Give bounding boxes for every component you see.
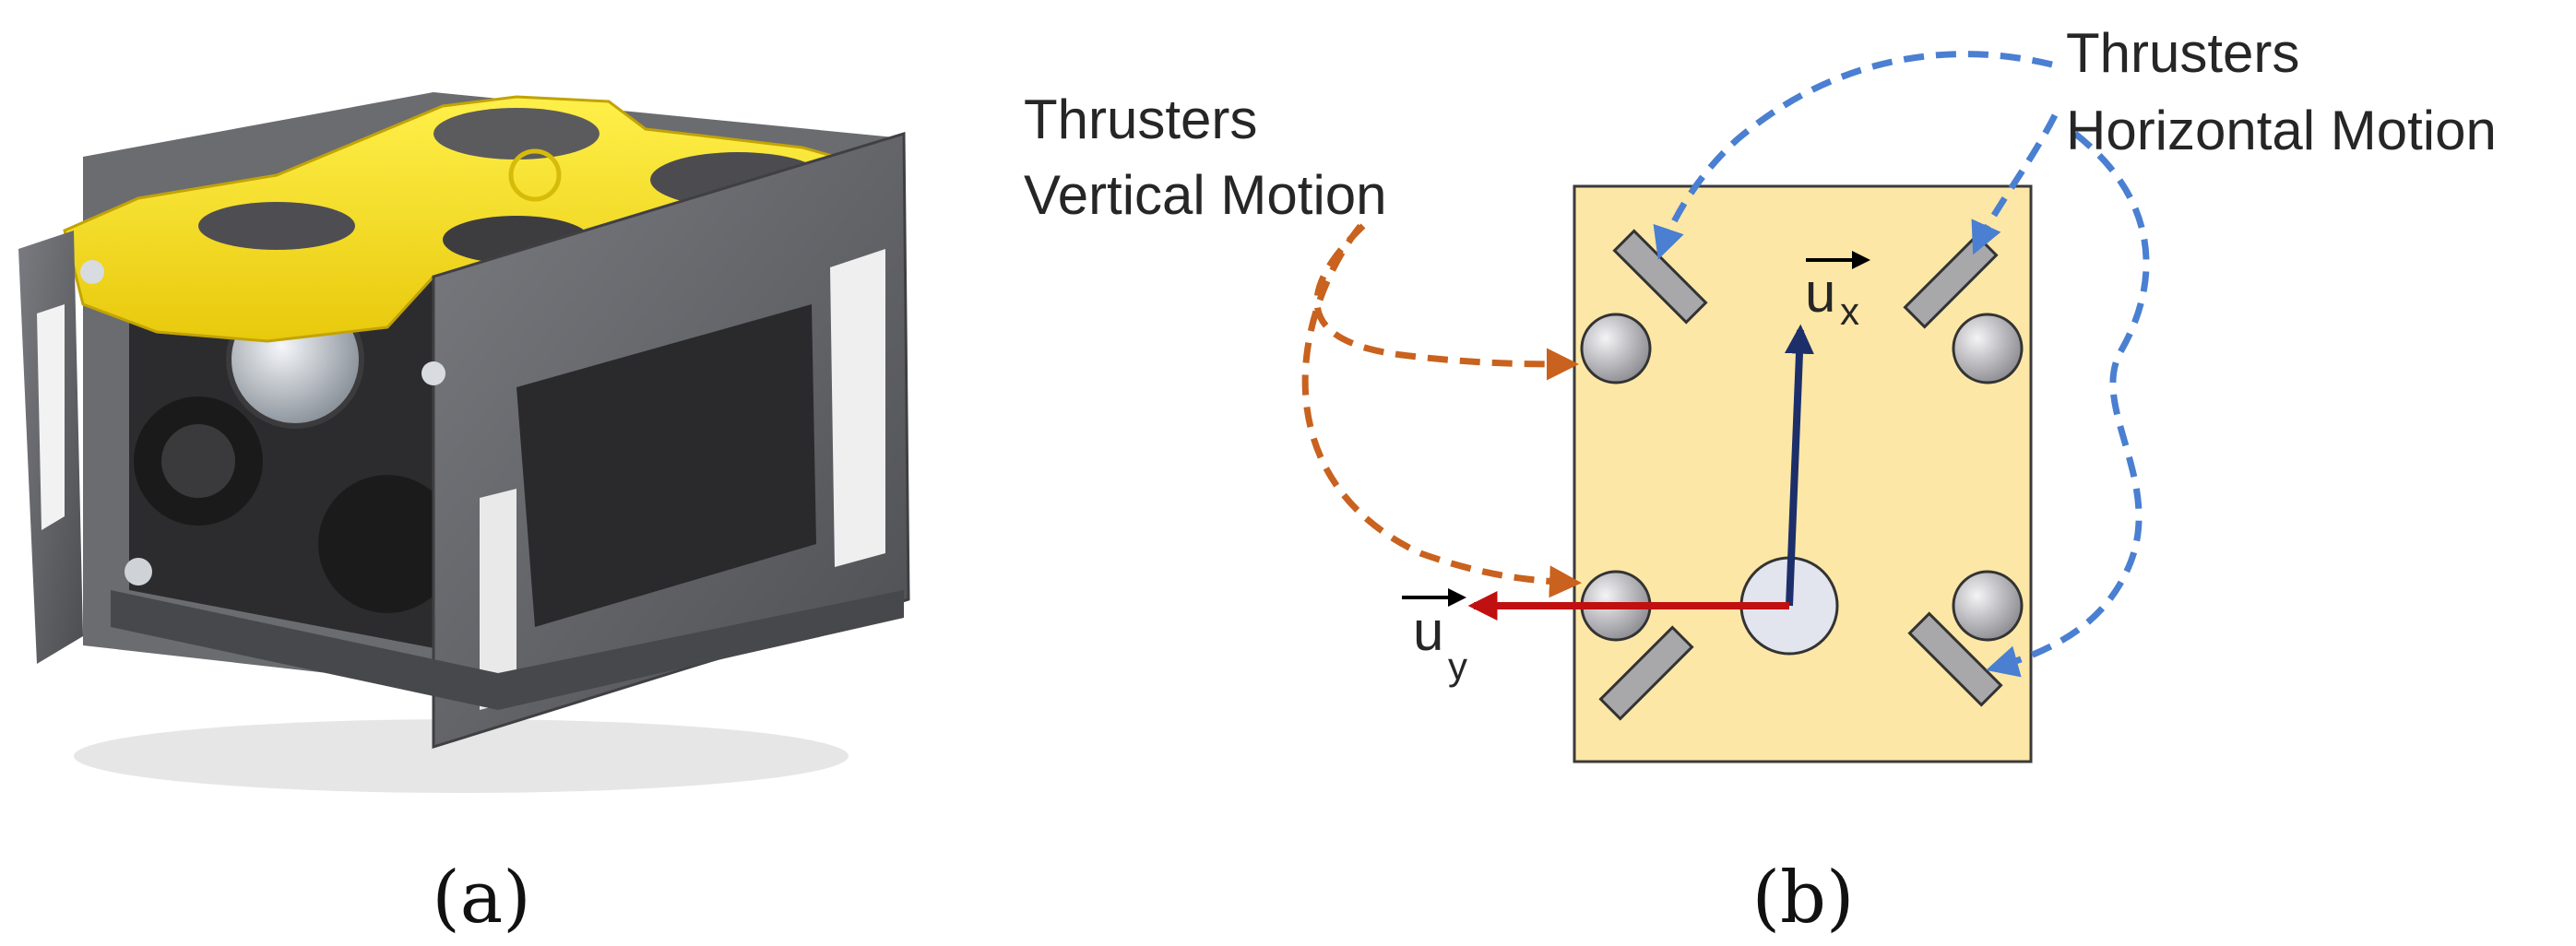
vertical-motion-arrow-top (1313, 223, 1579, 381)
thruster-horizontal-bottom-left (1598, 625, 1694, 721)
horizontal-motion-arrow-top-right (1971, 113, 2059, 255)
caption-b: (b) (1752, 857, 1855, 940)
uy-label-base: u (1413, 600, 1443, 662)
uy-label-sub: y (1448, 644, 1467, 688)
thruster-vertical-bottom-right (1952, 570, 2024, 642)
caption-a: (a) (432, 857, 530, 940)
thruster-vertical-top-right (1952, 313, 2024, 384)
thruster-horizontal-top-left (1612, 229, 1708, 325)
vertical-motion-label-line2: Vertical Motion (1024, 164, 1387, 226)
rov-photo (18, 92, 910, 793)
ux-arrow (1784, 324, 1814, 607)
ux-label-sub: x (1840, 290, 1859, 333)
horizontal-motion-arrow-bottom-right (1986, 131, 2150, 678)
thruster-horizontal-bottom-right (1907, 611, 2003, 707)
horizontal-motion-label-line2: Horizontal Motion (2066, 100, 2497, 161)
ux-label-base: u (1805, 262, 1835, 324)
vertical-motion-label-line1: Thrusters (1024, 89, 1257, 150)
horizontal-motion-label-line1: Thrusters (2066, 22, 2299, 84)
thruster-diagram: u x u y Thrusters Vertical Motion Thrust… (1024, 22, 2497, 763)
horizontal-motion-arrow-top-left (1653, 51, 2053, 260)
vertical-motion-arrow-bottom (1301, 223, 1582, 598)
thruster-vertical-top-left (1580, 313, 1652, 384)
